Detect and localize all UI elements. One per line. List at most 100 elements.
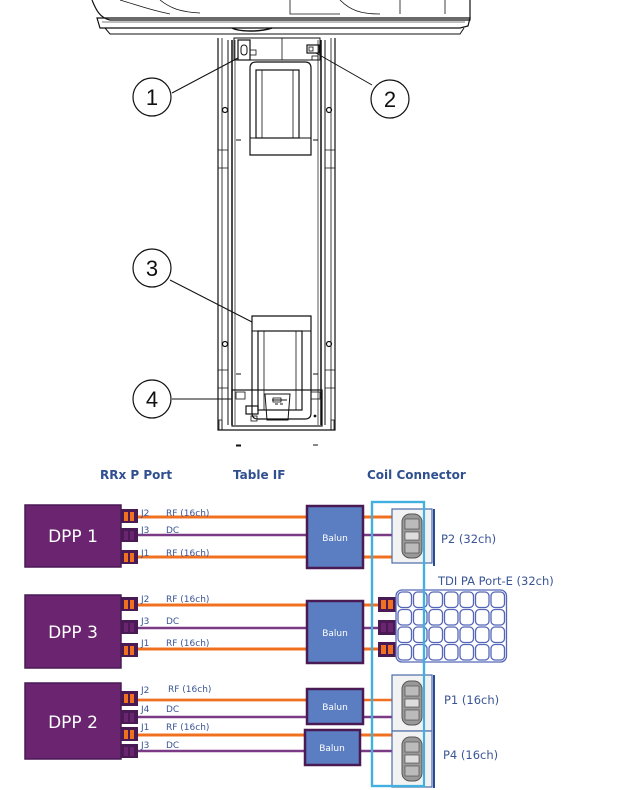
- callout-1: 1: [132, 57, 239, 117]
- coil-connector-p1: [391, 674, 435, 788]
- jack-rf: [121, 509, 138, 523]
- balun-box: [305, 504, 365, 570]
- jack-rf: [121, 727, 138, 741]
- jack-label: J2: [140, 595, 149, 605]
- pa-port-cell: [428, 626, 444, 644]
- pa-jack-rf: [378, 597, 396, 612]
- jack-rf: [121, 550, 138, 564]
- balun-box: [305, 687, 365, 726]
- port-label-p1: P1 (16ch): [444, 693, 499, 707]
- connector-1: [237, 39, 251, 61]
- callout-number: 4: [146, 387, 158, 412]
- jack-label: J1: [140, 639, 149, 649]
- port-label-p4: P4 (16ch): [443, 748, 498, 762]
- pa-port-cell: [474, 643, 490, 661]
- pa-port-outline: [395, 589, 508, 663]
- jack-label: J1: [140, 549, 149, 559]
- signal-label: DC: [166, 705, 179, 715]
- pa-port-cell: [443, 626, 459, 644]
- pa-port-cell: [443, 591, 459, 609]
- dpp1-group: DPP 1 J2 RF (16ch) J3 DC J1 RF (16ch) Ba…: [24, 504, 496, 570]
- pa-port-cell: [459, 608, 475, 626]
- jack-label: J2: [140, 509, 149, 519]
- jack-label: J3: [140, 617, 149, 627]
- jack-label: J3: [140, 741, 149, 751]
- callout-number: 2: [384, 87, 396, 112]
- balun-label: Balun: [322, 534, 348, 544]
- table-drawing: [91, 0, 471, 447]
- balun-box: [305, 599, 365, 665]
- dpp-2-label: DPP 2: [48, 713, 98, 733]
- pa-port-cell: [397, 643, 413, 661]
- signal-label: RF (16ch): [166, 595, 209, 605]
- base-plate: [231, 389, 323, 427]
- pa-jack-rf: [378, 642, 396, 657]
- jack-rf: [121, 597, 138, 611]
- jack-dc: [121, 710, 138, 724]
- pa-port-cell: [474, 626, 490, 644]
- callout-number: 3: [146, 256, 158, 281]
- pa-port-cell: [397, 626, 413, 644]
- pa-port-cell: [412, 608, 428, 626]
- signal-label: RF (16ch): [166, 549, 209, 559]
- pa-port-cell: [428, 608, 444, 626]
- callout-4: 4: [132, 379, 232, 419]
- header-table-if: Table IF: [233, 468, 285, 482]
- coil-connector-p4: [391, 730, 433, 788]
- pa-jack-dc: [378, 620, 396, 635]
- callout-3: 3: [132, 248, 253, 323]
- dpp-1-box: [24, 504, 122, 568]
- signal-label: RF (16ch): [166, 509, 209, 519]
- jack-label: J2: [140, 686, 149, 696]
- jack-rf: [121, 691, 138, 706]
- balun-box: [303, 728, 362, 767]
- pa-port-cell: [412, 626, 428, 644]
- table-rail: [96, 17, 471, 29]
- pa-port-cell: [490, 608, 506, 626]
- pa-port-cell: [459, 591, 475, 609]
- signal-label: DC: [166, 741, 179, 751]
- signal-label: RF (16ch): [168, 685, 211, 695]
- header-coil-connector: Coil Connector: [367, 468, 466, 482]
- dpp-3-box: [24, 594, 122, 669]
- jack-label: J4: [140, 705, 150, 715]
- balun-label: Balun: [319, 744, 345, 754]
- signal-label: DC: [166, 617, 179, 627]
- signal-label: RF (16ch): [166, 639, 209, 649]
- jack-label: J3: [140, 526, 149, 536]
- dpp-2-box: [24, 682, 122, 760]
- table-top: [91, 0, 471, 21]
- pa-port-cell: [459, 626, 475, 644]
- balun-label: Balun: [322, 629, 348, 639]
- callout-number: 1: [146, 85, 158, 110]
- balun-label: Balun: [322, 703, 348, 713]
- dpp2-group: DPP 2 J2 RF (16ch) J4 DC J1 RF (16ch) J3…: [24, 674, 499, 788]
- pa-port-cell: [443, 643, 459, 661]
- signal-label: DC: [166, 526, 179, 536]
- pa-port-cell: [474, 591, 490, 609]
- pa-port-cell: [490, 643, 506, 661]
- pa-port-cell: [474, 608, 490, 626]
- pa-port-cell: [490, 591, 506, 609]
- pa-port-cell: [397, 608, 413, 626]
- connector-2: [306, 44, 320, 54]
- connector-4: [245, 405, 259, 415]
- jack-dc: [121, 528, 138, 542]
- port-label-p2: P2 (32ch): [441, 532, 496, 546]
- pa-port-cell: [428, 591, 444, 609]
- jack-dc: [121, 620, 138, 634]
- pa-port-cell: [397, 591, 413, 609]
- upper-pad: [249, 61, 312, 156]
- dpp-1-label: DPP 1: [48, 527, 98, 547]
- jack-dc: [121, 744, 138, 758]
- header-rrx-port: RRx P Port: [100, 468, 172, 482]
- pa-port-cell: [412, 643, 428, 661]
- column-outer: [217, 38, 336, 431]
- coil-connector-region-border: [370, 500, 426, 788]
- jack-rf: [121, 643, 138, 657]
- pa-port-cell: [459, 643, 475, 661]
- pa-port-cell: [443, 608, 459, 626]
- dpp-3-label: DPP 3: [48, 623, 98, 643]
- dpp3-group: DPP 3 J2 RF (16ch) J3 DC J1 RF (16ch) Ba…: [24, 574, 554, 669]
